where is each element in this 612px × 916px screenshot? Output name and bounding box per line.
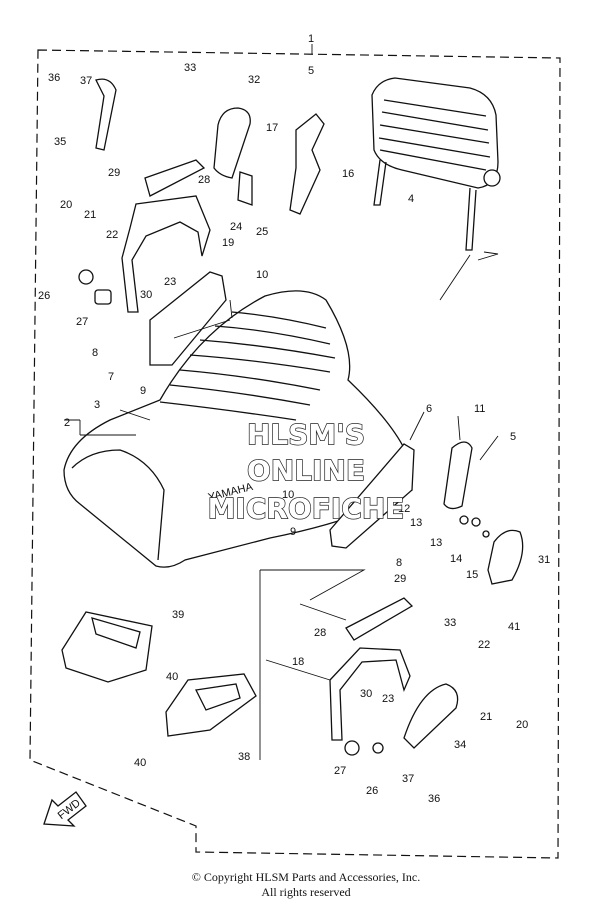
callout-10: 10 — [256, 269, 268, 281]
callout-21: 21 — [84, 209, 96, 221]
callout-6: 6 — [426, 403, 432, 415]
callout-38: 38 — [238, 751, 250, 763]
callout-11: 11 — [474, 403, 485, 415]
callout-32: 32 — [248, 74, 260, 86]
main-seat: YAMAHA — [63, 290, 413, 568]
callout-18: 18 — [292, 656, 304, 668]
callout-5-b: 5 — [510, 431, 516, 443]
callout-36: 36 — [48, 72, 60, 84]
seat-hardware-right — [329, 441, 524, 585]
callout-7: 7 — [108, 371, 114, 383]
callout-20: 20 — [60, 199, 72, 211]
callout-40-b: 40 — [134, 757, 146, 769]
callout-40: 40 — [166, 671, 178, 683]
callout-23-b: 23 — [382, 693, 394, 705]
callout-33: 33 — [184, 62, 196, 74]
callout-30: 30 — [140, 289, 152, 301]
callout-8: 8 — [92, 347, 98, 359]
callout-26: 26 — [38, 290, 50, 302]
callout-25: 25 — [256, 226, 268, 238]
callout-35: 35 — [54, 136, 66, 148]
callout-16: 16 — [342, 168, 354, 180]
callout-8-b: 8 — [396, 557, 402, 569]
callout-29-b: 29 — [394, 573, 406, 585]
seat-plate — [149, 271, 227, 366]
fwd-arrow-icon: FWD — [43, 791, 87, 827]
callout-3: 3 — [94, 399, 100, 411]
svg-text:HLSM'S: HLSM'S — [247, 418, 365, 451]
callout-34: 34 — [454, 739, 466, 751]
rights-text: All rights reserved — [261, 885, 351, 899]
callout-22: 22 — [106, 229, 118, 241]
callout-29: 29 — [108, 167, 120, 179]
callout-24: 24 — [230, 221, 242, 233]
backrest-part — [371, 77, 501, 251]
seat-hardware-upper — [78, 78, 325, 313]
callout-33-b: 33 — [444, 617, 456, 629]
callout-37: 37 — [80, 75, 92, 87]
side-panels — [61, 611, 257, 737]
callout-13-b: 13 — [430, 537, 442, 549]
callout-19: 19 — [222, 237, 234, 249]
callout-27: 27 — [76, 316, 88, 328]
assembly-number: 1 — [308, 33, 314, 45]
leader-lines — [64, 251, 499, 760]
callout-31: 31 — [538, 554, 550, 566]
callout-15: 15 — [466, 569, 478, 581]
watermark: HLSM'S ONLINE MICROFICHE — [207, 417, 405, 525]
callout-27-b: 27 — [334, 765, 346, 777]
callout-21-b: 21 — [480, 711, 492, 723]
callout-30-b: 30 — [360, 688, 372, 700]
copyright-text: © Copyright HLSM Parts and Accessories, … — [191, 870, 421, 884]
assembly-boundary — [29, 49, 561, 859]
callout-28: 28 — [198, 174, 210, 186]
seat-hardware-lower — [329, 597, 459, 756]
copyright-footer: © Copyright HLSM Parts and Accessories, … — [0, 870, 612, 900]
callout-5: 5 — [308, 65, 314, 77]
callout-13: 13 — [410, 517, 422, 529]
svg-text:ONLINE: ONLINE — [247, 454, 365, 487]
callout-14: 14 — [450, 553, 462, 565]
callout-12: 12 — [398, 503, 410, 515]
callout-2: 2 — [64, 417, 70, 429]
callout-9-b: 9 — [290, 526, 296, 538]
callout-20-b: 20 — [516, 719, 528, 731]
callout-41: 41 — [508, 621, 520, 633]
callout-4: 4 — [408, 193, 414, 205]
callout-23: 23 — [164, 276, 176, 288]
callout-17: 17 — [266, 122, 278, 134]
svg-text:MICROFICHE: MICROFICHE — [208, 492, 405, 525]
callout-9: 9 — [140, 385, 146, 397]
callout-37-b: 37 — [402, 773, 414, 785]
callout-36-b: 36 — [428, 793, 440, 805]
callout-10-b: 10 — [282, 489, 294, 501]
callout-39: 39 — [172, 609, 184, 621]
callout-labels: 2345567889910101112131314151617181920202… — [38, 62, 550, 805]
callout-26-b: 26 — [366, 785, 378, 797]
callout-28-b: 28 — [314, 627, 326, 639]
callout-22-b: 22 — [478, 639, 490, 651]
